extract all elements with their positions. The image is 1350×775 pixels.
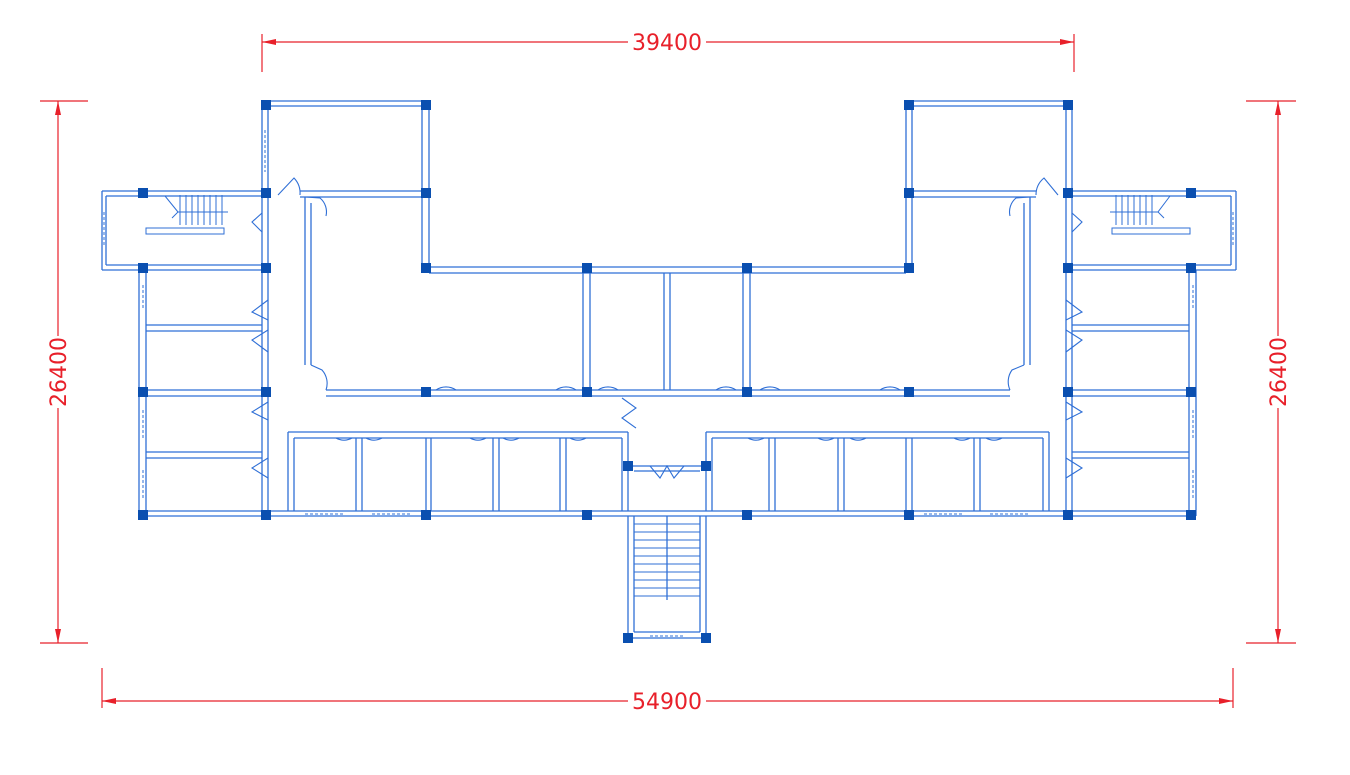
dimension-bottom-label: 54900 [632, 690, 702, 715]
dimension-left-label: 26400 [47, 337, 72, 407]
structural-columns [138, 100, 1196, 643]
dimension-right [1246, 100, 1296, 644]
dimension-right-label: 26400 [1267, 337, 1292, 407]
dimension-bottom [101, 668, 1234, 708]
dimension-top [261, 34, 1075, 72]
dimension-top-label: 39400 [632, 31, 702, 56]
stairs [145, 195, 1191, 597]
windows [103, 130, 1234, 637]
dimension-left [40, 100, 88, 644]
dimension-lines [40, 34, 1296, 708]
doors [250, 177, 1084, 479]
walls [101, 100, 1237, 639]
